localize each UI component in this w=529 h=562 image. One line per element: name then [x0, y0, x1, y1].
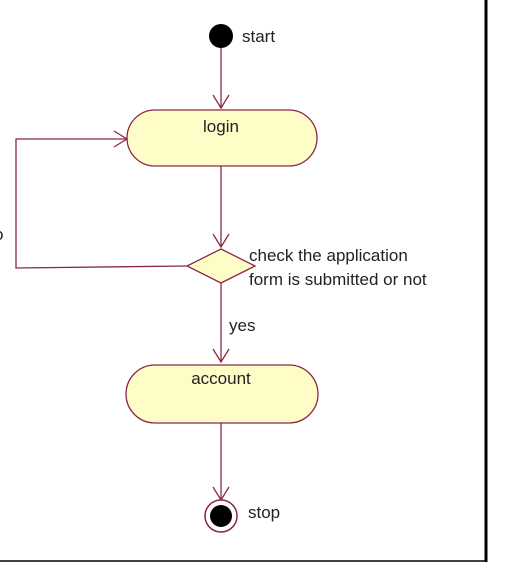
activity-account [125, 364, 319, 424]
no-branch-label: o [0, 225, 3, 244]
activity-login [126, 109, 318, 167]
arrowhead-login-top [212, 94, 230, 110]
decision-node [185, 248, 257, 284]
decision-label-line1: check the application [249, 246, 408, 265]
arrowhead-account-top [212, 348, 230, 364]
start-node [209, 24, 233, 48]
stop-label: stop [248, 503, 280, 522]
start-label: start [242, 27, 275, 46]
account-label: account [191, 369, 251, 388]
flow-decision-loop-to-login [15, 138, 188, 269]
login-label: login [203, 117, 239, 136]
stop-node-inner [210, 505, 232, 527]
arrowhead-login-left [113, 130, 129, 148]
arrowhead-decision-top [212, 233, 230, 249]
yes-label: yes [229, 316, 255, 335]
decision-label-line2: form is submitted or not [249, 270, 427, 289]
